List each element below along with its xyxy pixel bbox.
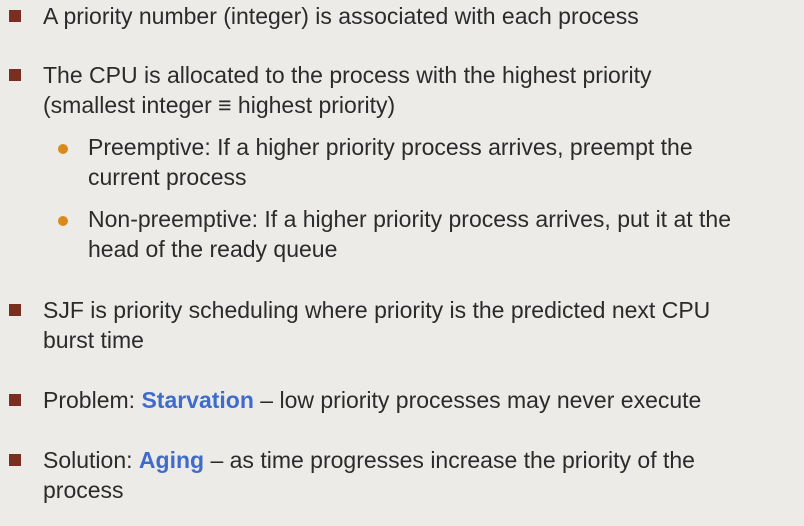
solution-suffix: – as time progresses increase the priori… xyxy=(204,447,695,473)
problem-prefix: Problem: xyxy=(43,387,142,413)
bullet-line: Problem: Starvation – low priority proce… xyxy=(43,385,701,415)
subbullet-line: Preemptive: If a higher priority process… xyxy=(88,134,693,160)
bullet-line: process xyxy=(43,477,124,503)
bullet-line: burst time xyxy=(43,327,144,353)
starvation-highlight: Starvation xyxy=(141,387,254,413)
subbullet-text: Non-preemptive: If a higher priority pro… xyxy=(88,204,731,264)
subbullet-text: Preemptive: If a higher priority process… xyxy=(88,132,693,192)
square-bullet-icon xyxy=(9,454,21,466)
aging-highlight: Aging xyxy=(138,447,205,473)
bullet-line: (smallest integer ≡ highest priority) xyxy=(43,92,396,118)
round-bullet-icon xyxy=(58,216,68,226)
bullet-text: SJF is priority scheduling where priorit… xyxy=(43,295,710,355)
subbullet-line: Non-preemptive: If a higher priority pro… xyxy=(88,206,732,232)
bullet-text: The CPU is allocated to the process with… xyxy=(43,60,652,120)
square-bullet-icon xyxy=(9,69,21,81)
round-bullet-icon xyxy=(58,144,68,154)
bullet-line: The CPU is allocated to the process with… xyxy=(43,62,652,88)
bullet-text: Solution: Aging – as time progresses inc… xyxy=(43,445,695,505)
solution-prefix: Solution: xyxy=(43,447,139,473)
square-bullet-icon xyxy=(9,394,21,406)
bullet-text: A priority number (integer) is associate… xyxy=(43,1,639,31)
bullet-line: Solution: Aging – as time progresses inc… xyxy=(43,445,695,475)
square-bullet-icon xyxy=(9,304,21,316)
bullet-text: Problem: Starvation – low priority proce… xyxy=(43,385,701,415)
square-bullet-icon xyxy=(9,10,21,22)
subbullet-line: head of the ready queue xyxy=(88,236,338,262)
bullet-line: SJF is priority scheduling where priorit… xyxy=(43,297,711,323)
bullet-line: A priority number (integer) is associate… xyxy=(43,3,639,29)
subbullet-line: current process xyxy=(88,164,247,190)
problem-suffix: – low priority processes may never execu… xyxy=(253,387,702,413)
